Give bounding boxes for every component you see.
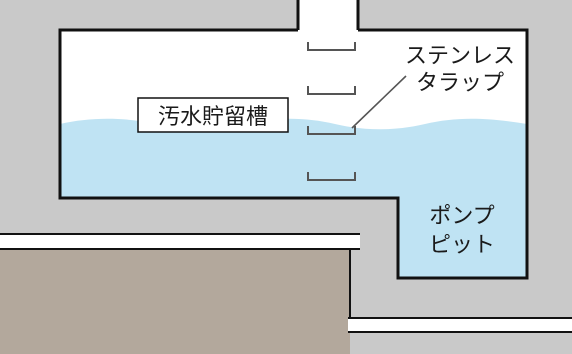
pit-label-line-1: ポンプ bbox=[429, 204, 494, 229]
trap-rung-2 bbox=[307, 86, 356, 95]
access-shaft bbox=[298, 0, 358, 30]
floor-slab-left bbox=[0, 234, 360, 249]
tank-outline bbox=[58, 28, 529, 280]
water-surface bbox=[60, 118, 527, 278]
trap-rung-4 bbox=[307, 172, 356, 181]
trap-label-line-2: タラップ bbox=[416, 71, 504, 96]
access-shaft-outline bbox=[296, 0, 360, 30]
trap-label-line-1: ステンレス bbox=[405, 44, 515, 69]
floor-slab-right bbox=[348, 318, 572, 332]
pit-label-line-2: ピット bbox=[429, 233, 495, 258]
trap-rung-3 bbox=[307, 126, 356, 135]
tank-label-box bbox=[137, 97, 289, 133]
ground bbox=[0, 250, 350, 354]
tank-label: 汚水貯留槽 bbox=[158, 105, 268, 130]
trap-leader-line bbox=[351, 75, 407, 129]
trap-rung-1 bbox=[307, 42, 356, 51]
